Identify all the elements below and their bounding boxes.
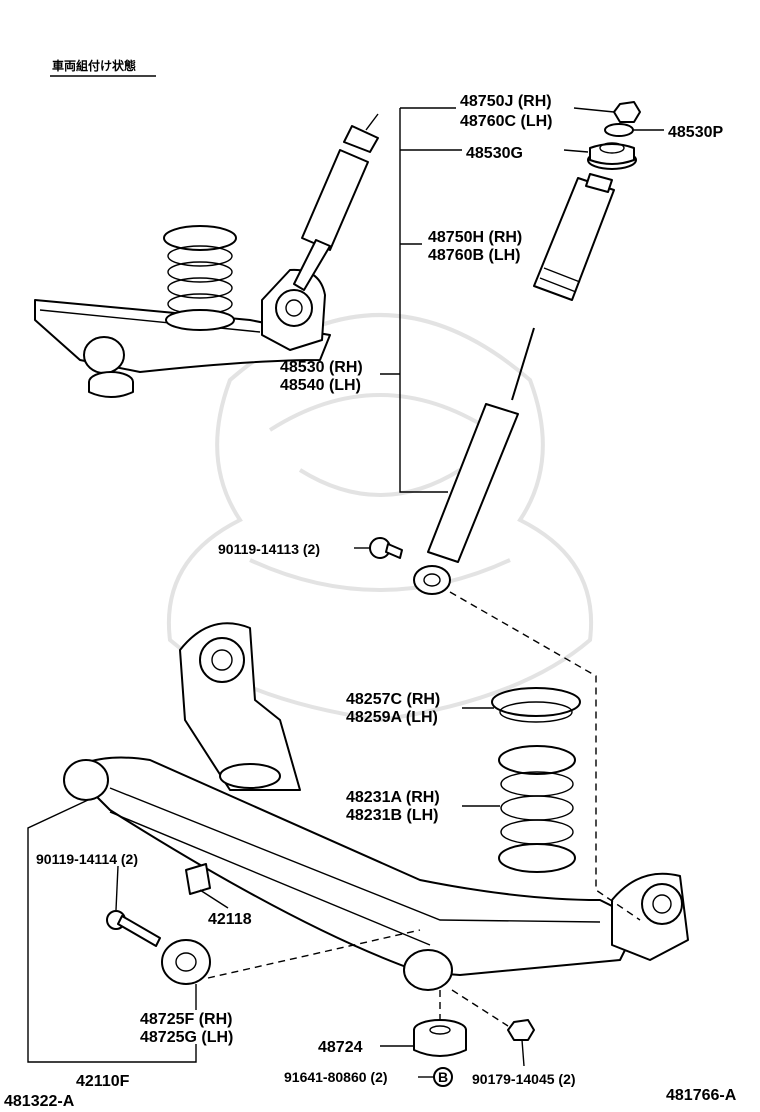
axle-nut-icon: [507, 1019, 535, 1041]
upper-mount-icon: [587, 142, 637, 170]
top-nut-icon: [613, 101, 641, 123]
part-label-boot-rh: 48750H (RH): [428, 229, 522, 246]
axle-bolt-icon: [106, 910, 161, 947]
figure-code-right: 481766-A: [666, 1087, 737, 1104]
figure-code-left: 481322-A: [4, 1093, 75, 1110]
center-bushing-icon: [413, 1019, 467, 1057]
part-label-bolt-axle: 90119-14114 (2): [36, 851, 138, 867]
assembled-shock-icon: [293, 113, 379, 291]
part-label-rivet: 91641-80860 (2): [284, 1069, 388, 1085]
part-label-bushing-lh: 48725G (LH): [140, 1029, 233, 1046]
part-label-nut-lh: 48760C (LH): [460, 113, 552, 130]
part-label-nut-rh: 48750J (RH): [460, 93, 552, 110]
part-label-bushing-rh: 48725F (RH): [140, 1011, 232, 1028]
part-label-washer: 48530P: [668, 124, 723, 141]
part-label-axle-beam: 42110F: [76, 1073, 130, 1090]
bump-stopper-icon: [185, 863, 211, 895]
shock-bolt-icon: [369, 537, 403, 559]
part-label-insulator-rh: 48257C (RH): [346, 691, 440, 708]
washer-icon: [604, 123, 634, 137]
part-label-shock-lh: 48540 (LH): [280, 377, 361, 394]
part-label-boot-lh: 48760B (LH): [428, 247, 520, 264]
coil-spring-icon: [498, 745, 576, 873]
part-label-shock-rh: 48530 (RH): [280, 359, 363, 376]
watermark-emblem: [166, 313, 594, 723]
axle-beam-illustration: [63, 622, 689, 991]
part-label-stopper: 42118: [208, 911, 252, 928]
part-label-spring-lh: 48231B (LH): [346, 807, 438, 824]
axle-bushing-icon: [161, 939, 211, 985]
spring-insulator-icon: [491, 687, 581, 723]
view-note-label: 車両組付け状態: [52, 58, 136, 73]
part-label-insulator-lh: 48259A (LH): [346, 709, 438, 726]
part-label-bushing-center: 48724: [318, 1039, 363, 1056]
part-label-mount: 48530G: [466, 145, 523, 162]
assembled-spring-icon: [163, 225, 237, 331]
shock-absorber-icon: [413, 327, 535, 595]
assembled-view-illustration: 車両組付け状態: [34, 58, 379, 398]
part-label-spring-rh: 48231A (RH): [346, 789, 440, 806]
part-label-nut-axle: 90179-14045 (2): [472, 1071, 576, 1087]
dust-boot-icon: [533, 173, 615, 301]
shock-absorber-group: [354, 101, 664, 595]
rivet-marker-label: B: [438, 1069, 448, 1085]
coil-spring-group: [462, 687, 581, 873]
part-label-bolt-shock: 90119-14113 (2): [218, 541, 320, 557]
